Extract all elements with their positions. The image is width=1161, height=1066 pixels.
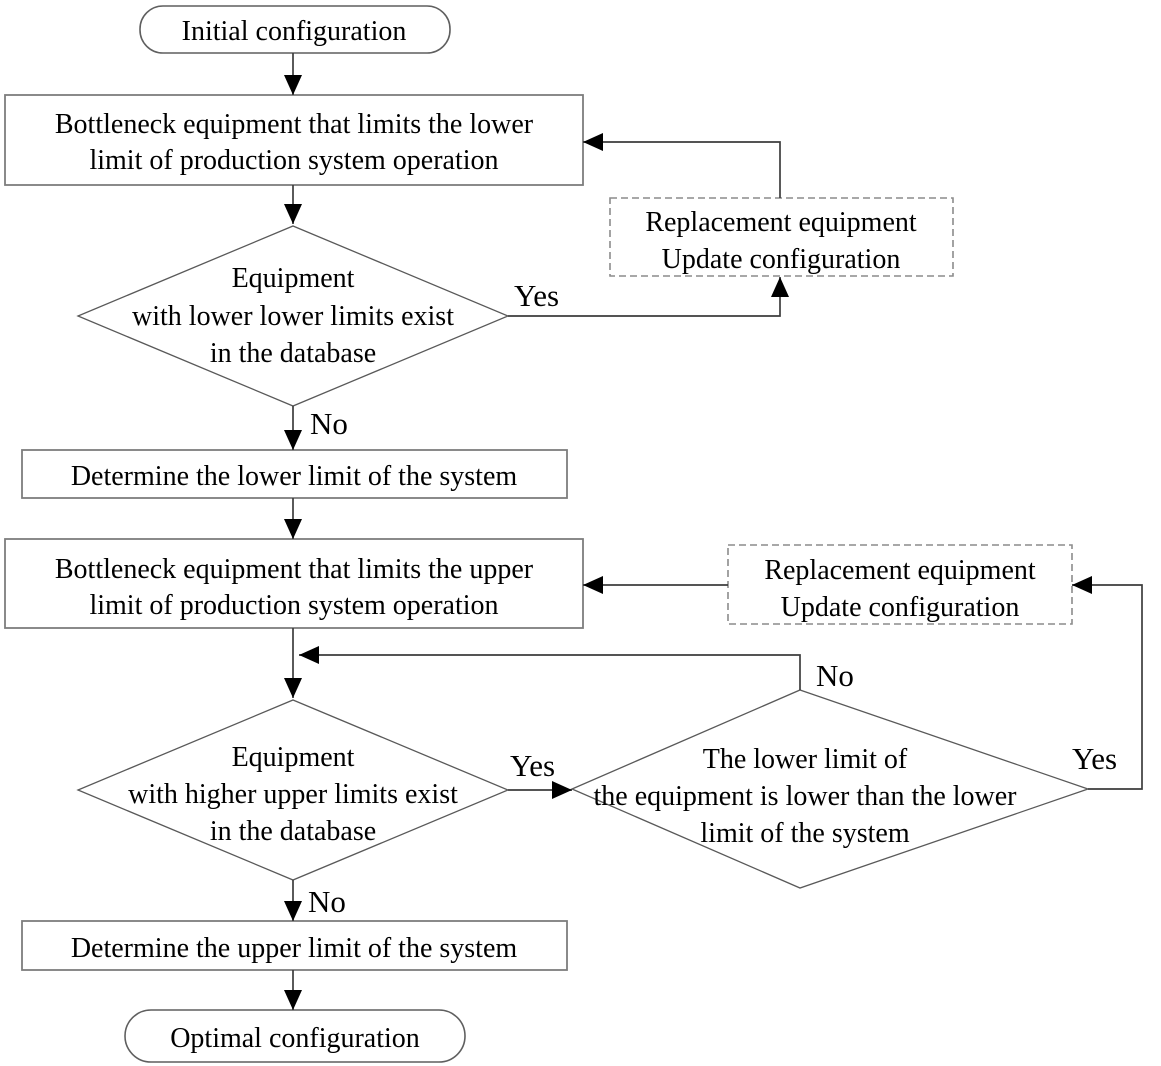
process-determine-lower-label: Determine the lower limit of the system (71, 461, 518, 492)
decision-lower-limits-line2: with lower lower limits exist (132, 301, 454, 332)
decision-upper-limits-line3: in the database (210, 816, 376, 847)
start-terminator-label: Initial configuration (182, 16, 407, 47)
process-replacement-lower (609, 197, 954, 277)
process-determine-upper (21, 920, 568, 971)
process-bottleneck-upper (4, 538, 584, 629)
decision-lower-limits-line3: in the database (210, 338, 376, 369)
label-yes-upper: Yes (510, 748, 555, 783)
label-no-lower: No (310, 406, 348, 441)
arrow-replacement-lower-to-bottleneck (583, 133, 781, 198)
process-bottleneck-upper-line1: Bottleneck equipment that limits the upp… (55, 554, 534, 585)
decision-compare-limits-line1: The lower limit of (703, 744, 908, 775)
decision-lower-limits-line1: Equipment (232, 263, 355, 294)
label-no-compare: No (816, 658, 854, 693)
process-replacement-lower-line2: Update configuration (662, 244, 901, 275)
label-no-upper: No (308, 884, 346, 919)
arrow-no-compare-to-decision-upper (299, 646, 801, 690)
process-determine-lower (21, 449, 568, 499)
label-yes-lower: Yes (514, 278, 559, 313)
process-bottleneck-upper-line2: limit of production system operation (89, 590, 498, 621)
process-bottleneck-lower (4, 94, 584, 186)
decision-compare-limits-line2: the equipment is lower than the lower (594, 781, 1018, 812)
start-terminator (139, 5, 451, 54)
decision-upper-limits-line2: with higher upper limits exist (128, 779, 458, 810)
process-bottleneck-lower-line1: Bottleneck equipment that limits the low… (55, 109, 534, 140)
end-terminator (124, 1009, 466, 1063)
decision-compare-limits (570, 689, 1090, 889)
process-replacement-lower-line1: Replacement equipment (645, 207, 917, 238)
process-replacement-upper-line1: Replacement equipment (764, 555, 1036, 586)
label-yes-compare: Yes (1072, 741, 1117, 776)
process-bottleneck-lower-line2: limit of production system operation (89, 145, 498, 176)
process-replacement-upper-line2: Update configuration (781, 592, 1020, 623)
process-determine-upper-label: Determine the upper limit of the system (71, 933, 518, 964)
process-replacement-upper (727, 544, 1073, 625)
decision-compare-limits-line3: limit of the system (700, 818, 909, 849)
arrow-yes-compare-to-replacement-upper (1072, 576, 1143, 790)
arrow-yes-to-replacement-lower (508, 277, 789, 317)
end-terminator-label: Optimal configuration (170, 1023, 420, 1054)
decision-upper-limits-line1: Equipment (232, 742, 355, 773)
